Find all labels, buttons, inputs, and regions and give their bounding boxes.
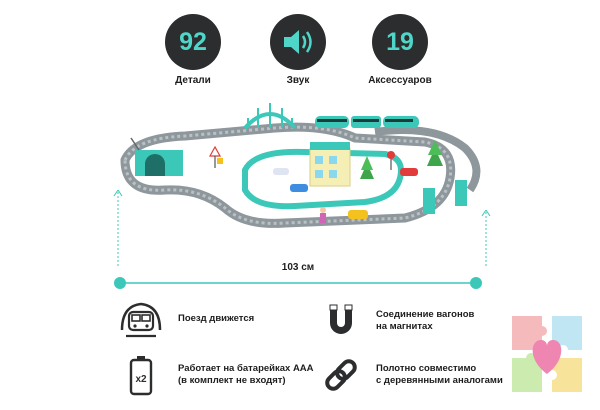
train-icon — [118, 296, 164, 342]
feature-compatible-line1: Полотно совместимо — [376, 363, 477, 374]
dimension-line — [114, 277, 482, 289]
feature-batteries-text: Работает на батарейках ААА (в комплект н… — [178, 363, 314, 387]
battery-icon: x2 — [118, 352, 164, 398]
sound-label: Звук — [286, 75, 310, 86]
railway-set-illustration — [120, 103, 481, 228]
stat-sound: Звук — [253, 14, 343, 86]
feature-compatible-line2: с деревянными аналогами — [376, 375, 503, 386]
speaker-icon — [284, 30, 312, 54]
sound-badge — [270, 14, 326, 70]
feature-magnets-line2: на магнитах — [376, 321, 433, 332]
feature-train-text: Поезд движется — [178, 313, 255, 324]
dimension-label: 103 см — [281, 262, 315, 273]
feature-magnets-text: Соединение вагонов на магнитах — [376, 309, 474, 333]
chain-link-icon — [318, 352, 364, 398]
stat-parts: 92 Детали — [148, 14, 238, 86]
feature-compatible-text: Полотно совместимо с деревянными аналога… — [376, 363, 503, 387]
feature-train-moves: Поезд движется — [118, 296, 254, 342]
feature-magnets-line1: Соединение вагонов — [376, 309, 475, 320]
accessories-count-badge: 19 — [372, 14, 428, 70]
side-dimension-arrow-right — [481, 210, 491, 268]
feature-magnets: Соединение вагонов на магнитах — [318, 298, 474, 344]
feature-batteries-line2: (в комплект не входят) — [178, 375, 286, 386]
puzzle-heart-logo — [512, 316, 582, 392]
magnet-icon — [318, 298, 364, 344]
accessories-label: Аксессуаров — [368, 75, 432, 86]
parts-count-badge: 92 — [165, 14, 221, 70]
stat-accessories: 19 Аксессуаров — [355, 14, 445, 86]
feature-batteries-line1: Работает на батарейках ААА — [178, 363, 314, 374]
parts-label: Детали — [175, 75, 211, 86]
feature-batteries: x2 Работает на батарейках ААА (в комплек… — [118, 352, 314, 398]
feature-compatible: Полотно совместимо с деревянными аналога… — [318, 352, 503, 398]
side-dimension-arrow — [113, 190, 123, 268]
svg-text:x2: x2 — [135, 374, 147, 385]
